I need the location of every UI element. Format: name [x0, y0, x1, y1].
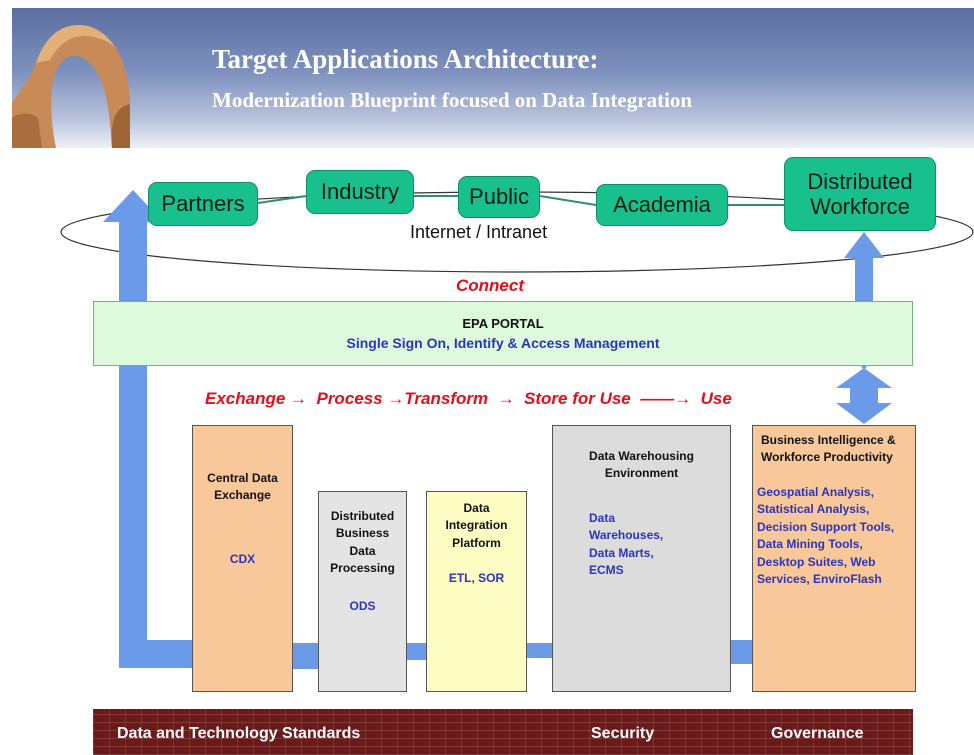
node-public: Public — [458, 176, 540, 218]
double-arrow-right — [836, 368, 892, 424]
column-title: Data Warehousing Environment — [589, 449, 694, 481]
column-subtitle: Data Warehouses, Data Marts, ECMS — [589, 511, 664, 578]
rock-arch-icon — [12, 24, 130, 148]
column-cdx: Central Data Exchange CDX — [192, 425, 293, 692]
column-data-integration: Data Integration Platform ETL, SOR — [426, 491, 527, 692]
node-partners: Partners — [148, 182, 258, 226]
portal-subtitle: Single Sign On, Identify & Access Manage… — [346, 335, 660, 351]
column-business-intelligence: Business Intelligence & Workforce Produc… — [752, 425, 916, 692]
page-title: Target Applications Architecture: — [212, 44, 599, 74]
portal-title: EPA PORTAL — [462, 316, 544, 331]
column-title: Central Data Exchange — [207, 471, 278, 503]
node-distributed-workforce: Distributed Workforce — [784, 157, 936, 231]
connector-line — [257, 195, 307, 204]
page-subtitle: Modernization Blueprint focused on Data … — [212, 88, 693, 112]
footer-governance: Governance — [771, 725, 864, 742]
column-ods: Distributed Business Data Processing ODS — [318, 491, 407, 692]
internet-label: Internet / Intranet — [410, 222, 548, 242]
standards-footer: Data and Technology Standards Security G… — [93, 709, 913, 755]
footer-security: Security — [591, 725, 655, 742]
column-subtitle: Geospatial Analysis, Statistical Analysi… — [757, 485, 895, 586]
column-title: Data Integration Platform — [445, 501, 508, 550]
column-subtitle: ETL, SOR — [448, 571, 505, 585]
title-banner — [12, 8, 974, 148]
up-arrow-left — [103, 190, 192, 668]
process-flow-label: Exchange → Process →Transform → Store fo… — [205, 389, 732, 408]
connect-label: Connect — [456, 276, 524, 295]
column-subtitle: CDX — [229, 552, 256, 566]
column-title: Distributed Business Data Processing — [330, 509, 395, 576]
node-industry: Industry — [306, 170, 414, 214]
node-academia: Academia — [596, 184, 728, 226]
column-data-warehousing: Data Warehousing Environment Data Wareho… — [552, 425, 731, 692]
column-title: Business Intelligence & Workforce Produc… — [761, 433, 896, 465]
epa-portal-box: EPA PORTAL Single Sign On, Identify & Ac… — [93, 301, 913, 366]
connector-line — [539, 195, 597, 206]
footer-standards: Data and Technology Standards — [117, 725, 361, 742]
column-subtitle: ODS — [349, 599, 376, 613]
